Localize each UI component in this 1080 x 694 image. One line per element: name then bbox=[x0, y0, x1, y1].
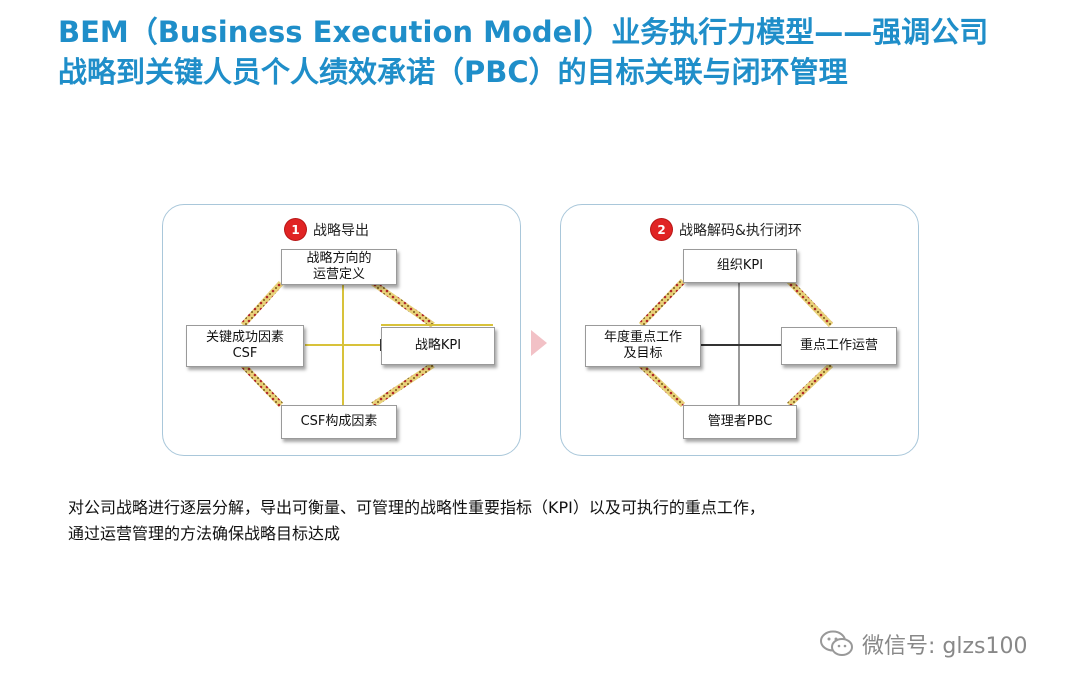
step-1-label: 战略导出 bbox=[313, 222, 369, 239]
link-top-left bbox=[638, 278, 686, 328]
transition-arrow-icon bbox=[531, 330, 547, 356]
description: 对公司战略进行逐层分解，导出可衡量、可管理的战略性重要指标（KPI）以及可执行的… bbox=[68, 495, 1028, 547]
title-line-1: BEM（Business Execution Model）业务执行力模型——强调… bbox=[58, 15, 989, 49]
manager-pbc-box: 管理者PBC bbox=[683, 405, 797, 439]
csf-box: 关键成功因素 CSF bbox=[186, 325, 304, 367]
description-line-1: 对公司战略进行逐层分解，导出可衡量、可管理的战略性重要指标（KPI）以及可执行的… bbox=[68, 498, 765, 517]
key-work-operation-box: 重点工作运营 bbox=[781, 327, 897, 365]
strategy-kpi-box: 战略KPI bbox=[381, 327, 495, 365]
step-2-label: 战略解码&执行闭环 bbox=[679, 222, 802, 239]
strategy-direction-box: 战略方向的 运营定义 bbox=[281, 249, 397, 285]
step-1-heading: 1 战略导出 bbox=[285, 219, 369, 240]
link-top-left bbox=[240, 280, 284, 328]
link-right-bottom bbox=[786, 362, 834, 408]
step-1-badge: 1 bbox=[285, 219, 306, 240]
step-2-heading: 2 战略解码&执行闭环 bbox=[651, 219, 802, 240]
title-line-2: 战略到关键人员个人绩效承诺（PBC）的目标关联与闭环管理 bbox=[58, 55, 848, 89]
strategy-derivation-panel: 1 战略导出 战略方向的 运营定义 关键成功因素 CSF 战略KPI CSF构成… bbox=[162, 204, 521, 456]
watermark: 微信号: glzs100 bbox=[820, 628, 1027, 660]
csf-factors-box: CSF构成因素 bbox=[281, 405, 397, 439]
description-line-2: 通过运营管理的方法确保战略目标达成 bbox=[68, 524, 341, 543]
link-left-bottom bbox=[240, 362, 284, 408]
wechat-icon bbox=[820, 630, 853, 656]
link-top-right bbox=[786, 278, 834, 328]
org-kpi-box: 组织KPI bbox=[683, 249, 797, 283]
step-2-badge: 2 bbox=[651, 219, 672, 240]
annual-key-work-box: 年度重点工作 及目标 bbox=[585, 325, 701, 367]
strategy-decoding-panel: 2 战略解码&执行闭环 组织KPI 年度重点工作 及目标 重点工作运营 管理者P… bbox=[560, 204, 919, 456]
watermark-text: 微信号: glzs100 bbox=[862, 634, 1028, 659]
link-right-bottom bbox=[371, 362, 435, 408]
page-title: BEM（Business Execution Model）业务执行力模型——强调… bbox=[58, 12, 1058, 92]
link-top-right bbox=[371, 280, 435, 328]
link-left-bottom bbox=[638, 362, 686, 408]
strategy-derivation-connectors bbox=[240, 280, 493, 408]
strategy-decoding-connectors bbox=[638, 278, 834, 408]
